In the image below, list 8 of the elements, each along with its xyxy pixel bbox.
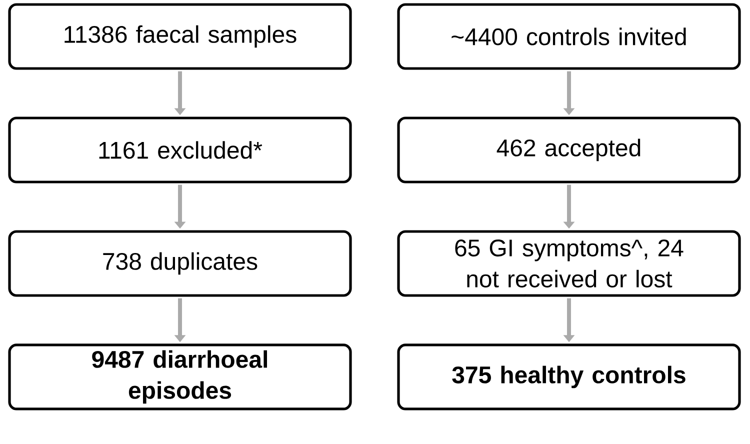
process-box: 9487 diarrhoeal episodes: [8, 344, 352, 410]
process-box: 11386 faecal samples: [8, 3, 352, 70]
process-box: 1161 excluded*: [8, 116, 352, 184]
process-box: 462 accepted: [397, 116, 741, 184]
process-box: 738 duplicates: [8, 230, 352, 297]
process-box: 65 GI symptoms^, 24 not received or lost: [397, 230, 741, 297]
process-box: 375 healthy controls: [397, 344, 741, 410]
process-box: ~4400 controls invited: [397, 3, 741, 70]
